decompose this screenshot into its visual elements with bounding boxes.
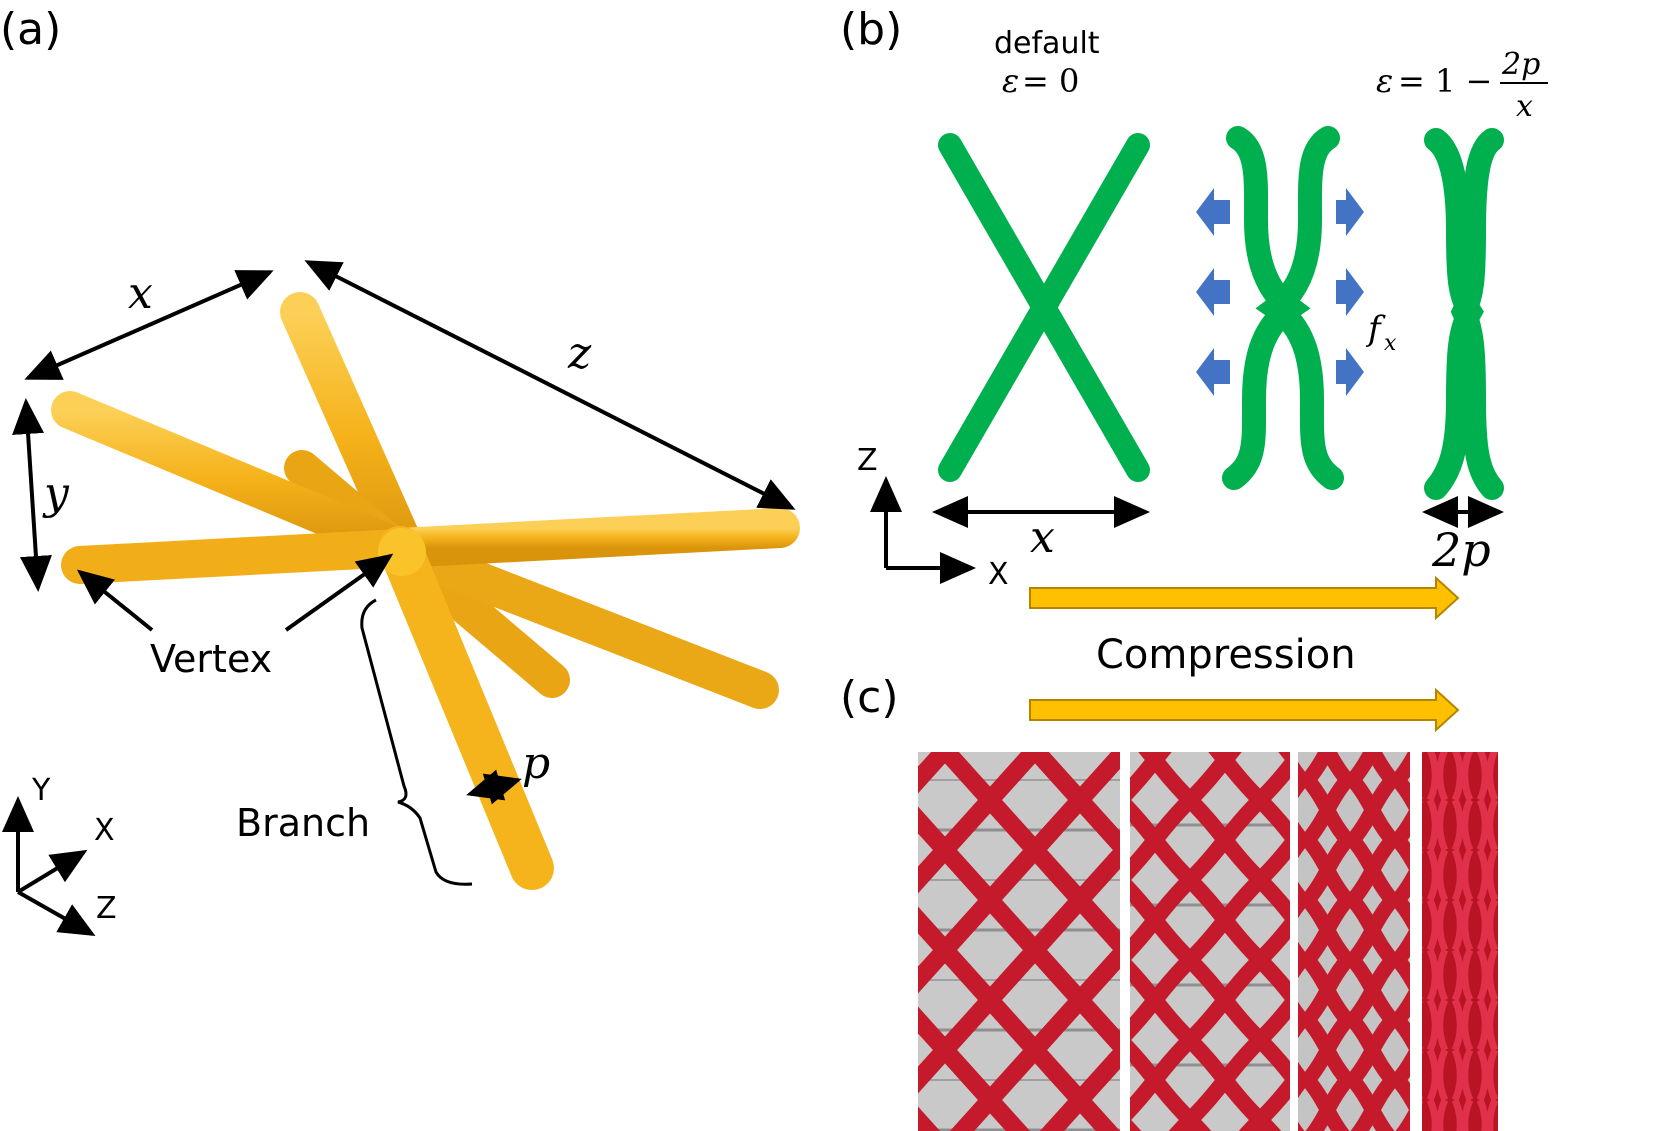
dimension-z-arrow — [304, 260, 796, 510]
equals-zero: = 0 — [1022, 62, 1079, 100]
force-arrow-right-2 — [1336, 268, 1364, 316]
compression-arrow-b — [1029, 575, 1460, 621]
photo-specimen-3 — [1298, 752, 1410, 1131]
lattice-cell-compressing — [1222, 126, 1344, 490]
default-label: default — [994, 26, 1100, 61]
branch-brace — [360, 598, 473, 886]
axis-label-x-b: X — [988, 557, 1009, 592]
strain-max-equation: ε = 1 − 2p x — [1376, 47, 1548, 124]
compression-label: Compression — [1096, 632, 1356, 678]
axis-label-x: X — [94, 813, 115, 848]
force-arrow-left-3 — [1196, 348, 1230, 396]
axes-triad-a: Y X Z — [1, 773, 117, 936]
strut-right-upper — [380, 508, 800, 568]
force-arrow-left-1 — [1196, 188, 1230, 236]
panel-label-b: (b) — [840, 4, 902, 55]
photo-specimen-1 — [918, 752, 1120, 1131]
photo-specimen-4 — [1422, 752, 1498, 1131]
panel-label-c: (c) — [840, 672, 899, 723]
strut-left-lower — [61, 529, 419, 584]
vertex-pointer-left — [76, 569, 154, 632]
strut-left-front — [51, 391, 419, 567]
vertex-node — [378, 528, 426, 576]
axis-label-z-b: Z — [857, 443, 878, 478]
force-label: f x — [1365, 309, 1397, 356]
force-arrow-left-2 — [1196, 268, 1230, 316]
branch-label: Branch — [236, 801, 370, 845]
panel-label-a: (a) — [0, 4, 61, 55]
strain-zero-equation: ε = 0 — [1002, 62, 1079, 100]
specimen-photos — [918, 752, 1498, 1131]
force-arrow-right-1 — [1336, 188, 1364, 236]
strut-front-down — [378, 526, 554, 890]
force-arrows — [1196, 188, 1364, 396]
width-x-label: x — [1030, 512, 1055, 563]
dimension-y-label: y — [42, 468, 70, 519]
fraction-denominator: x — [1516, 89, 1533, 124]
dimension-y-arrow — [12, 398, 52, 592]
vertex-label: Vertex — [150, 637, 272, 681]
dimension-x-arrow — [24, 270, 274, 380]
lattice-cell-default — [938, 133, 1150, 482]
force-arrow-right-3 — [1336, 348, 1364, 396]
dimension-p-arrow — [466, 769, 522, 805]
dimension-x-label: x — [128, 268, 153, 319]
strut-vertex-model — [51, 292, 800, 890]
vertex-pointer-center — [284, 553, 394, 632]
force-subscript: x — [1384, 331, 1397, 356]
force-symbol: f — [1365, 309, 1386, 349]
width-2p-label: 2p — [1431, 523, 1491, 577]
lattice-cell-compressed — [1424, 128, 1504, 500]
compression-arrow-c — [1029, 687, 1460, 733]
photo-specimen-2 — [1130, 752, 1290, 1131]
strut-right-lower — [381, 531, 779, 709]
dimension-z-label: z — [567, 328, 592, 379]
axis-label-z: Z — [96, 891, 117, 926]
epsilon-symbol-max: ε — [1376, 62, 1393, 100]
axis-label-y: Y — [31, 773, 51, 808]
epsilon-symbol: ε — [1002, 62, 1019, 100]
axes-b: Z X — [857, 443, 1009, 592]
dimension-p-label: p — [522, 738, 550, 789]
equals-one-minus: = 1 − — [1398, 62, 1492, 100]
fraction-numerator: 2p — [1501, 47, 1540, 82]
